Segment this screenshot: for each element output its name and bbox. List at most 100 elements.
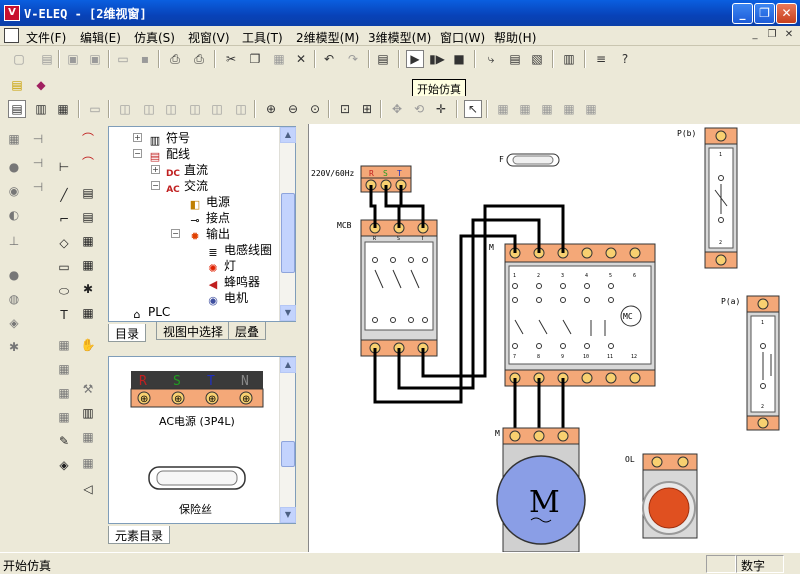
pan-icon[interactable]: ✛	[435, 102, 447, 116]
view-layout-2-icon[interactable]: ▥	[35, 102, 47, 116]
app-logo-icon[interactable]: V	[4, 5, 20, 21]
tree-item-contact[interactable]: ⊸接点	[187, 209, 230, 227]
library-scroll-up-icon[interactable]: ▲	[280, 357, 296, 373]
diagram-canvas[interactable]: 220V/60Hz R S T MCB RST RST	[308, 124, 800, 552]
grid-5-icon[interactable]: ▦	[585, 102, 597, 116]
palette-a3-icon[interactable]: ◉	[8, 184, 20, 198]
mdi-restore-button[interactable]: ❐	[767, 29, 777, 40]
disk-icon[interactable]: ▪	[140, 52, 150, 66]
palette-a1-icon[interactable]: ▦	[8, 132, 20, 146]
minimize-button[interactable]: _	[732, 3, 753, 24]
cube-2-icon[interactable]: ◫	[143, 102, 155, 116]
menu-help[interactable]: 帮助(H)	[494, 31, 537, 45]
step-simulation-icon[interactable]: ▮▶	[429, 52, 445, 66]
delete-icon[interactable]: ✕	[295, 52, 307, 66]
cube-5-icon[interactable]: ◫	[211, 102, 223, 116]
palette-d8-icon[interactable]: ▦	[82, 306, 94, 320]
palette-c11-icon[interactable]: ▦	[58, 410, 70, 424]
polyline-tool-icon[interactable]: ⌐	[58, 212, 70, 226]
line-tool-icon[interactable]: ╱	[60, 188, 68, 202]
palette-b3-icon[interactable]: ⊣	[32, 180, 44, 194]
tree-item-power-source[interactable]: ◧电源	[187, 193, 230, 211]
connect-icon[interactable]: ⤷	[487, 52, 495, 66]
palette-a7-icon[interactable]: ◍	[8, 292, 20, 306]
properties-icon[interactable]: ▤	[377, 52, 389, 66]
folder-icon[interactable]: ▭	[117, 52, 129, 66]
check-icon[interactable]: ▧	[531, 52, 543, 66]
palette-a9-icon[interactable]: ✱	[8, 340, 20, 354]
cube-1-icon[interactable]: ◫	[119, 102, 131, 116]
cube-4-icon[interactable]: ◫	[189, 102, 201, 116]
open-file-icon[interactable]: ▤	[41, 52, 53, 66]
tree-item-motor[interactable]: ◉电机	[205, 289, 248, 307]
scroll-down-icon[interactable]: ▼	[280, 305, 296, 321]
palette-c8-icon[interactable]: ▦	[58, 338, 70, 352]
tree-scrollbar[interactable]: ▲ ▼	[279, 127, 296, 321]
library-scroll-down-icon[interactable]: ▼	[280, 507, 296, 523]
book-icon[interactable]: ▥	[563, 52, 575, 66]
zoom-region-icon[interactable]: ⊞	[361, 102, 373, 116]
undo-icon[interactable]: ↶	[323, 52, 335, 66]
close-button[interactable]: ✕	[776, 3, 797, 24]
stop-simulation-icon[interactable]: ■	[453, 52, 465, 66]
palette-a5-icon[interactable]: ⊥	[8, 234, 20, 248]
new-file-icon[interactable]: ▢	[13, 52, 25, 66]
palette-d9-icon[interactable]: ✋	[80, 338, 96, 352]
menu-simulate[interactable]: 仿真(S)	[134, 31, 175, 45]
list-icon[interactable]: ▤	[509, 52, 521, 66]
menu-tools[interactable]: 工具(T)	[242, 31, 283, 45]
tree-item-buzzer[interactable]: ◀蜂鸣器	[205, 273, 260, 291]
fill-tool-icon[interactable]: ◈	[59, 458, 69, 472]
expand-symbol-icon[interactable]: +	[133, 133, 142, 142]
open-gray-icon[interactable]: ▭	[89, 102, 101, 116]
palette-c1-icon[interactable]: ⊢	[58, 160, 70, 174]
palette-c9-icon[interactable]: ▦	[58, 362, 70, 376]
library-scrollbar[interactable]: ▲ ▼	[279, 357, 296, 523]
collapse-output-icon[interactable]: −	[171, 229, 180, 238]
grid-4-icon[interactable]: ▦	[563, 102, 575, 116]
cut-icon[interactable]: ✂	[225, 52, 237, 66]
zoom-out-icon[interactable]: ⊖	[287, 102, 299, 116]
palette-a8-icon[interactable]: ◈	[9, 316, 19, 330]
rectangle-tool-icon[interactable]: ▭	[58, 260, 70, 274]
copy-icon[interactable]: ❐	[249, 52, 261, 66]
tab-element-catalog[interactable]: 元素目录	[108, 526, 171, 544]
start-simulation-icon[interactable]: ▶	[406, 50, 424, 68]
palette-d2-icon[interactable]: ⌒	[81, 156, 94, 170]
library-icon[interactable]: ◆	[36, 78, 46, 92]
cube-6-icon[interactable]: ◫	[235, 102, 247, 116]
note-icon[interactable]: ▤	[11, 78, 23, 92]
grid-2-icon[interactable]: ▦	[519, 102, 531, 116]
expand-dc-icon[interactable]: +	[151, 165, 160, 174]
paste-icon[interactable]: ▦	[273, 52, 285, 66]
select-pointer-icon[interactable]: ↖	[464, 100, 482, 118]
tree-item-wiring[interactable]: ▤配线	[147, 145, 190, 163]
palette-d6-icon[interactable]: ▦	[82, 258, 94, 272]
menu-edit[interactable]: 编辑(E)	[80, 31, 121, 45]
palette-a4-icon[interactable]: ◐	[8, 208, 20, 222]
palette-a6-icon[interactable]: ●	[8, 268, 20, 282]
scroll-up-icon[interactable]: ▲	[280, 127, 296, 143]
grid-1-icon[interactable]: ▦	[497, 102, 509, 116]
palette-d13-icon[interactable]: ▦	[82, 456, 94, 470]
palette-d12-icon[interactable]: ▦	[82, 430, 94, 444]
zoom-fit-icon[interactable]: ⊙	[309, 102, 321, 116]
tree-item-plc[interactable]: ⌂PLC	[129, 305, 171, 321]
palette-d4-icon[interactable]: ▤	[82, 210, 94, 224]
tree-item-coil[interactable]: ≣电感线圈	[205, 241, 272, 259]
print-preview-icon[interactable]: ⎙	[170, 52, 180, 66]
orbit-icon[interactable]: ⟲	[413, 102, 425, 116]
help-icon[interactable]: ?	[621, 52, 629, 66]
mdi-close-button[interactable]: ✕	[784, 29, 794, 40]
menu-file[interactable]: 文件(F)	[26, 31, 67, 45]
view-layout-3-icon[interactable]: ▦	[57, 102, 69, 116]
palette-d10-icon[interactable]: ⚒	[82, 382, 94, 396]
tab-select-in-view[interactable]: 视图中选择	[156, 322, 231, 340]
title-bar[interactable]: V V-ELEQ - [2维视窗] _ ❐ ✕	[0, 0, 800, 26]
palette-d3-icon[interactable]: ▤	[82, 186, 94, 200]
collapse-wiring-icon[interactable]: −	[133, 149, 142, 158]
save-all-icon[interactable]: ▣	[89, 52, 101, 66]
palette-c10-icon[interactable]: ▦	[58, 386, 70, 400]
